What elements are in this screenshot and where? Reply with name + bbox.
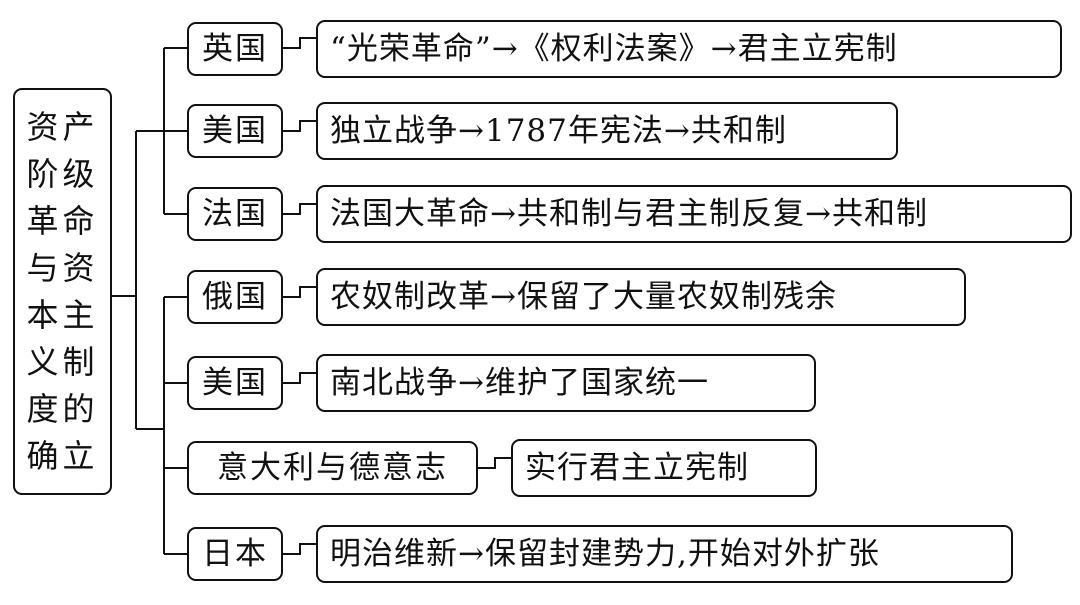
country-box-italy-germany: 意大利与德意志 bbox=[187, 441, 478, 495]
country-box-usa-civil-war: 美国 bbox=[187, 356, 283, 410]
connector-row-1-out bbox=[283, 37, 316, 49]
country-box-france: 法国 bbox=[187, 187, 283, 241]
description-box-japan: 明治维新→保留封建势力,开始对外扩张 bbox=[316, 525, 1013, 583]
country-box-usa-independence: 美国 bbox=[187, 104, 283, 158]
connector-row-2-out bbox=[283, 120, 316, 132]
root-node: 资产阶级革命与资本主义制度的确立 bbox=[13, 88, 112, 495]
connector-row-7-out bbox=[283, 543, 316, 555]
description-box-france: 法国大革命→共和制与君主制反复→共和制 bbox=[316, 185, 1072, 243]
description-box-england: “光荣革命”→《权利法案》→君主立宪制 bbox=[316, 20, 1062, 78]
root-label: 资产阶级革命与资本主义制度的确立 bbox=[26, 107, 99, 475]
connector-row-4-out bbox=[283, 286, 316, 298]
description-box-usa-independence: 独立战争→1787年宪法→共和制 bbox=[316, 102, 898, 160]
country-box-russia: 俄国 bbox=[187, 270, 283, 324]
connector-row-6-out bbox=[478, 457, 511, 469]
connector-row-3-out bbox=[283, 203, 316, 215]
description-box-usa-civil-war: 南北战争→维护了国家统一 bbox=[316, 354, 816, 412]
description-box-italy-germany: 实行君主立宪制 bbox=[511, 439, 817, 497]
country-box-japan: 日本 bbox=[187, 527, 283, 581]
connector-row-5-out bbox=[283, 372, 316, 384]
country-box-england: 英国 bbox=[187, 22, 283, 76]
description-box-russia: 农奴制改革→保留了大量农奴制残余 bbox=[316, 268, 966, 326]
